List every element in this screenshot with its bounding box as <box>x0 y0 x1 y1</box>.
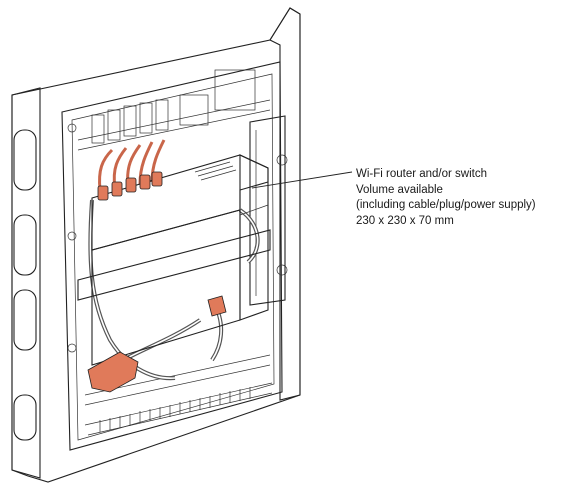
enclosure-frame <box>11 7 301 483</box>
router-volume <box>77 154 271 366</box>
network-plugs <box>97 171 163 201</box>
callout-title: Wi-Fi router and/or switch <box>356 168 488 180</box>
power-plug <box>87 295 227 393</box>
side-handle <box>13 129 37 191</box>
side-handle <box>13 289 37 351</box>
callout-volume-label: Volume available <box>356 183 443 196</box>
cables <box>88 139 260 381</box>
side-handle <box>13 214 37 276</box>
callout-leader <box>251 171 353 189</box>
callout-volume-note: (including cable/plug/power supply) <box>356 199 536 211</box>
side-handle <box>13 394 37 441</box>
callout-dimensions: 230 x 230 x 70 mm <box>356 214 454 227</box>
router-callout: Wi-Fi router and/or switch Volume availa… <box>356 167 536 229</box>
